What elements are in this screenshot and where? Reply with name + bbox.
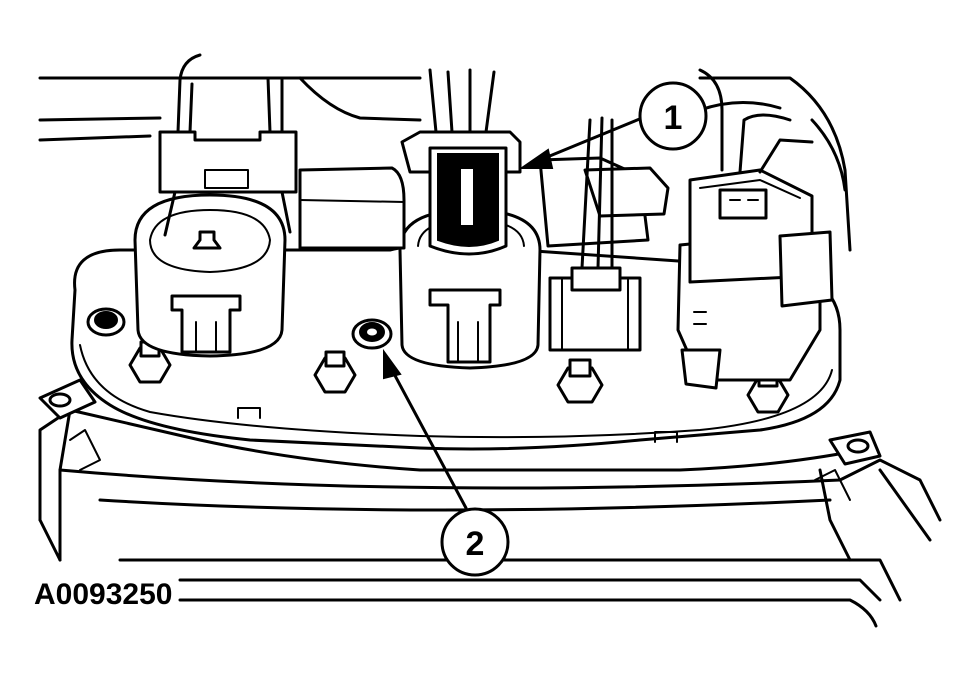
callout-1-label: 1	[664, 99, 683, 137]
nut-2	[313, 350, 357, 394]
center-connector-turret	[398, 68, 542, 370]
background-structure	[38, 76, 852, 252]
left-connector-turret	[133, 53, 298, 358]
figure-id-label: A0093250	[34, 578, 173, 611]
tank-housing	[38, 408, 942, 628]
washer-nut-left	[86, 307, 126, 337]
callout-2: 2	[383, 348, 510, 577]
pump-housing-block	[298, 156, 670, 250]
grommet-callout-2	[351, 318, 393, 350]
nut-3	[556, 358, 604, 404]
small-connector	[548, 116, 642, 352]
callout-1: 1	[518, 81, 708, 169]
right-connector-assembly	[676, 68, 834, 390]
callout-2-label: 2	[466, 525, 485, 563]
